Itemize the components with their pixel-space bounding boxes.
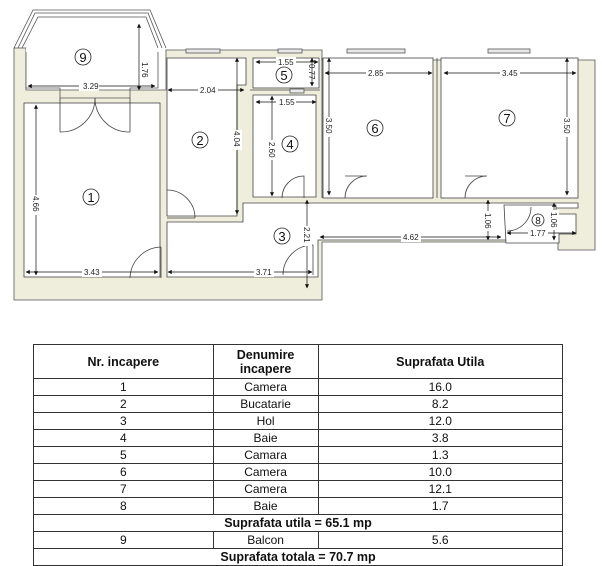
header-room-name-line1: Denumire	[236, 347, 295, 362]
cell-nr: 6	[33, 463, 214, 481]
dim-hall-width-upper: 4.62	[403, 233, 419, 242]
dim-balcony-width: 3.29	[83, 82, 99, 91]
room-label-circle-1	[82, 188, 100, 206]
room-label-circle-6	[366, 119, 384, 137]
window	[346, 48, 406, 54]
cell-area: 5.6	[317, 531, 563, 549]
total-row: Suprafata totala = 70.7 mp	[33, 548, 563, 566]
window	[289, 88, 305, 94]
dim-balcony-depth: 1.76	[140, 62, 149, 78]
dim-room8-depth: 1.06	[549, 212, 558, 228]
room-label-1: 1	[87, 190, 94, 205]
cell-name: Camera	[212, 378, 319, 396]
room-label-5: 5	[280, 68, 287, 83]
dim-room5-width: 1.55	[278, 58, 294, 67]
dim-room1-width: 3.43	[84, 268, 100, 277]
room-label-6: 6	[371, 121, 378, 136]
cell-name: Baie	[212, 429, 319, 447]
dim-hall-depth: 1.06	[483, 213, 492, 229]
cell-nr: 9	[33, 531, 214, 549]
cell-area: 16.0	[317, 378, 563, 396]
cell-nr: 4	[33, 429, 214, 447]
usable-area-total: Suprafata utila = 65.1 mp	[33, 514, 563, 532]
room-3-area	[166, 202, 579, 278]
cell-nr: 3	[33, 412, 214, 430]
cell-nr: 1	[33, 378, 214, 396]
dim-room8-width: 1.77	[530, 229, 546, 238]
dim-room1-height: 4.66	[31, 196, 40, 212]
room-label-7: 7	[503, 111, 510, 126]
dim-room7-height: 3.50	[562, 118, 571, 134]
dim-hall-height: 2.21	[302, 227, 311, 243]
room-label-circle-7	[498, 109, 516, 127]
cell-area: 10.0	[317, 463, 563, 481]
cell-name: Camara	[212, 446, 319, 464]
cell-area: 12.0	[317, 412, 563, 430]
room-label-8: 8	[535, 216, 541, 227]
room-label-4: 4	[286, 137, 293, 152]
room-label-circle-8	[531, 213, 545, 227]
header-room-number: Nr. incapere	[33, 344, 214, 379]
dim-room2-height: 4.04	[232, 131, 241, 147]
total-area: Suprafata totala = 70.7 mp	[33, 548, 563, 566]
room-label-2: 2	[196, 133, 203, 148]
window	[487, 48, 531, 54]
cell-area: 1.7	[317, 497, 563, 515]
room-label-3: 3	[278, 229, 285, 244]
window	[277, 48, 303, 54]
cell-nr: 5	[33, 446, 214, 464]
dim-room6-height: 3.50	[324, 118, 333, 134]
cell-area: 1.3	[317, 446, 563, 464]
cell-nr: 2	[33, 395, 214, 413]
room-label-9: 9	[79, 50, 86, 65]
cell-name: Hol	[212, 412, 319, 430]
cell-name: Camera	[212, 480, 319, 498]
room-label-circle-9	[74, 48, 92, 66]
cell-area: 8.2	[317, 395, 563, 413]
dim-room5-depth: 0.77	[307, 64, 316, 80]
dim-room4-width: 1.55	[279, 98, 295, 107]
floor-plan: 3.29 1.76 4.66 3.43 2.04 4.04 1.55 0.77 …	[13, 9, 596, 301]
header-room-name-line2: incapere	[239, 361, 292, 376]
cell-name: Baie	[212, 497, 319, 515]
cell-name: Bucatarie	[212, 395, 319, 413]
room-label-circle-3	[273, 227, 291, 245]
room-7-area	[440, 57, 579, 199]
dim-room4-height: 2.60	[267, 142, 276, 158]
cell-area: 12.1	[317, 480, 563, 498]
header-usable-area: Suprafata Utila	[317, 344, 563, 379]
window	[185, 48, 221, 54]
dim-hall-width-lower: 3.71	[256, 268, 272, 277]
dim-room2-width: 2.04	[200, 86, 216, 95]
subtotal-row: Suprafata utila = 65.1 mp	[33, 514, 563, 532]
dim-room7-width: 3.45	[502, 69, 518, 78]
room-label-circle-4	[281, 135, 299, 153]
cell-nr: 8	[33, 497, 214, 515]
cell-name: Camera	[212, 463, 319, 481]
cell-name: Balcon	[212, 531, 319, 549]
dim-room6-width: 2.85	[368, 69, 384, 78]
cell-nr: 7	[33, 480, 214, 498]
room-label-circle-5	[275, 66, 293, 84]
room-label-circle-2	[191, 131, 209, 149]
cell-area: 3.8	[317, 429, 563, 447]
